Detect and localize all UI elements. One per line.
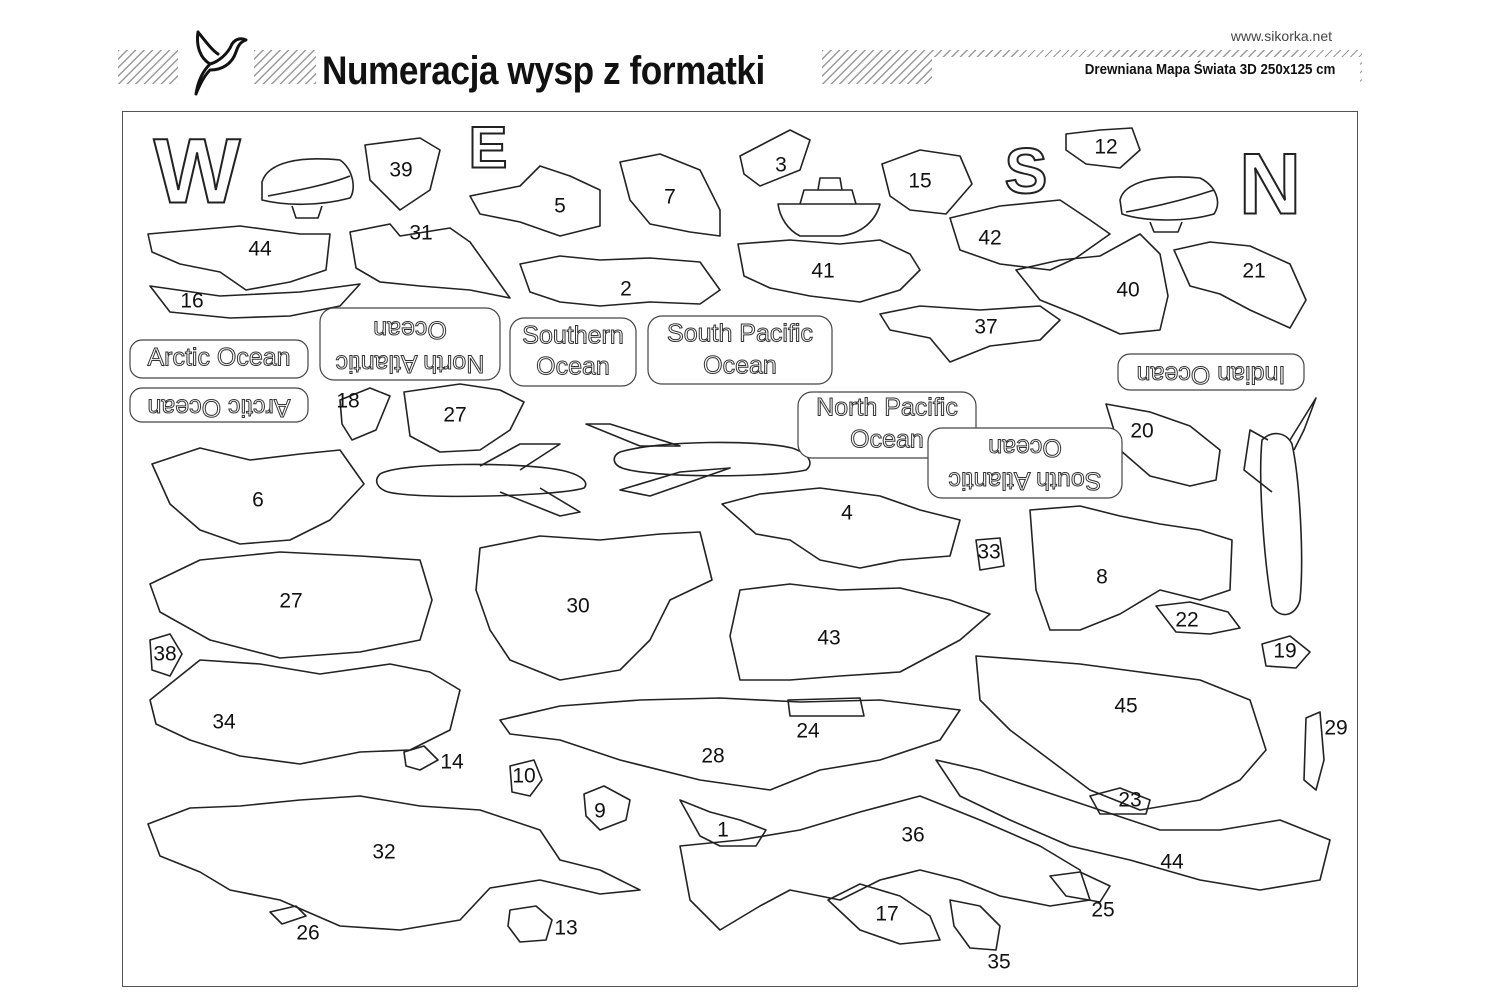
ocean-label-indian-mirrored: Indian Ocean [1117, 353, 1305, 391]
piece-number-17: 17 [875, 903, 898, 926]
piece-number-35: 35 [987, 951, 1010, 974]
airplane-left-icon [375, 443, 587, 517]
piece-number-32: 32 [372, 841, 395, 864]
piece-number-1: 1 [717, 819, 729, 842]
piece-number-23: 23 [1118, 789, 1141, 812]
compass-letter-s: S [1005, 135, 1048, 207]
piece-number-45: 45 [1114, 695, 1137, 718]
piece-number-36: 36 [901, 824, 924, 847]
piece-number-3: 3 [775, 154, 787, 177]
svg-text:Ocean: Ocean [703, 352, 777, 380]
airship-right-icon [1119, 176, 1219, 233]
piece-number-2: 2 [620, 278, 632, 301]
piece-number-43: 43 [817, 627, 840, 650]
compass-letter-w: W [154, 120, 241, 222]
piece-number-10: 10 [512, 765, 535, 788]
piece-number-5: 5 [554, 195, 566, 218]
ocean-label-south-atlantic-mirrored: Ocean South Atlantic [927, 427, 1123, 499]
piece-number-7: 7 [664, 186, 676, 209]
svg-text:Southern: Southern [522, 322, 623, 350]
ocean-label-arctic-1: Arctic Ocean [129, 339, 309, 379]
ocean-label-south-pacific: South Pacific Ocean [647, 315, 833, 385]
page-title: Numeracja wysp z formatki [322, 49, 765, 93]
website-label: www.sikorka.net [1230, 28, 1332, 44]
piece-number-9: 9 [594, 800, 606, 823]
piece-number-13: 13 [554, 917, 577, 940]
svg-text:Ocean: Ocean [373, 315, 447, 343]
subtitle-backdrop [932, 57, 1360, 87]
svg-text:Indian Ocean: Indian Ocean [1137, 360, 1286, 388]
svg-text:South Pacific: South Pacific [667, 320, 813, 348]
piece-number-18: 18 [336, 390, 359, 413]
piece-number-26: 26 [296, 922, 319, 945]
piece-number-30: 30 [566, 595, 589, 618]
airplane-right-icon [1243, 397, 1317, 616]
piece-number-14: 14 [440, 751, 464, 774]
svg-text:Arctic Ocean: Arctic Ocean [147, 344, 290, 372]
svg-text:Arctic Ocean: Arctic Ocean [147, 393, 290, 421]
piece-number-39: 39 [389, 159, 412, 182]
ocean-label-southern: Southern Ocean [509, 317, 637, 387]
piece-number-42: 42 [978, 227, 1001, 250]
piece-number-20: 20 [1130, 420, 1153, 443]
piece-number-38: 38 [153, 643, 176, 666]
header-hatch-left [118, 50, 178, 84]
map-sheet-frame [122, 111, 1358, 987]
piece-number-12: 12 [1094, 136, 1117, 159]
piece-number-34: 34 [212, 711, 236, 734]
piece-number-21: 21 [1242, 260, 1265, 283]
svg-text:Ocean: Ocean [850, 426, 924, 454]
piece-number-27-bottom: 27 [279, 590, 302, 613]
piece-number-19: 19 [1273, 640, 1296, 663]
piece-number-28: 28 [701, 745, 724, 768]
svg-text:Ocean: Ocean [536, 353, 610, 381]
piece-number-33: 33 [977, 541, 1000, 564]
ocean-label-north-atlantic-mirrored: Ocean North Atlantic [319, 307, 501, 381]
piece-number-24: 24 [796, 720, 820, 743]
piece-number-44-top: 44 [248, 238, 272, 261]
piece-number-27-top: 27 [443, 404, 466, 427]
piece-number-31: 31 [409, 222, 432, 245]
ship-icon [777, 177, 881, 237]
svg-text:North Atlantic: North Atlantic [336, 349, 485, 377]
piece-number-44-bottom: 44 [1160, 851, 1184, 874]
puzzle-piece-outlines [147, 127, 1331, 951]
piece-number-6: 6 [252, 489, 264, 512]
airplane-center-icon [585, 423, 811, 497]
airship-left-icon [261, 158, 354, 219]
ocean-label-arctic-2-mirrored: Arctic Ocean [129, 387, 309, 423]
svg-text:South Atlantic: South Atlantic [949, 466, 1102, 494]
svg-text:Ocean: Ocean [988, 433, 1062, 461]
compass-letter-e: E [469, 115, 508, 180]
piece-number-4: 4 [841, 502, 853, 525]
piece-number-40: 40 [1116, 279, 1139, 302]
piece-number-16: 16 [180, 290, 203, 313]
header-hatch-mid [254, 50, 316, 84]
piece-number-41: 41 [811, 260, 834, 283]
svg-text:North Pacific: North Pacific [816, 394, 958, 422]
piece-number-15: 15 [908, 170, 931, 193]
piece-number-29: 29 [1324, 717, 1347, 740]
piece-number-8: 8 [1096, 566, 1108, 589]
piece-number-37: 37 [974, 316, 997, 339]
compass-letter-n: N [1239, 137, 1301, 233]
piece-number-22: 22 [1175, 609, 1198, 632]
piece-number-25: 25 [1091, 899, 1114, 922]
bird-logo-icon [184, 24, 248, 101]
page-subtitle: Drewniana Mapa Świata 3D 250x125 cm [1084, 62, 1335, 78]
